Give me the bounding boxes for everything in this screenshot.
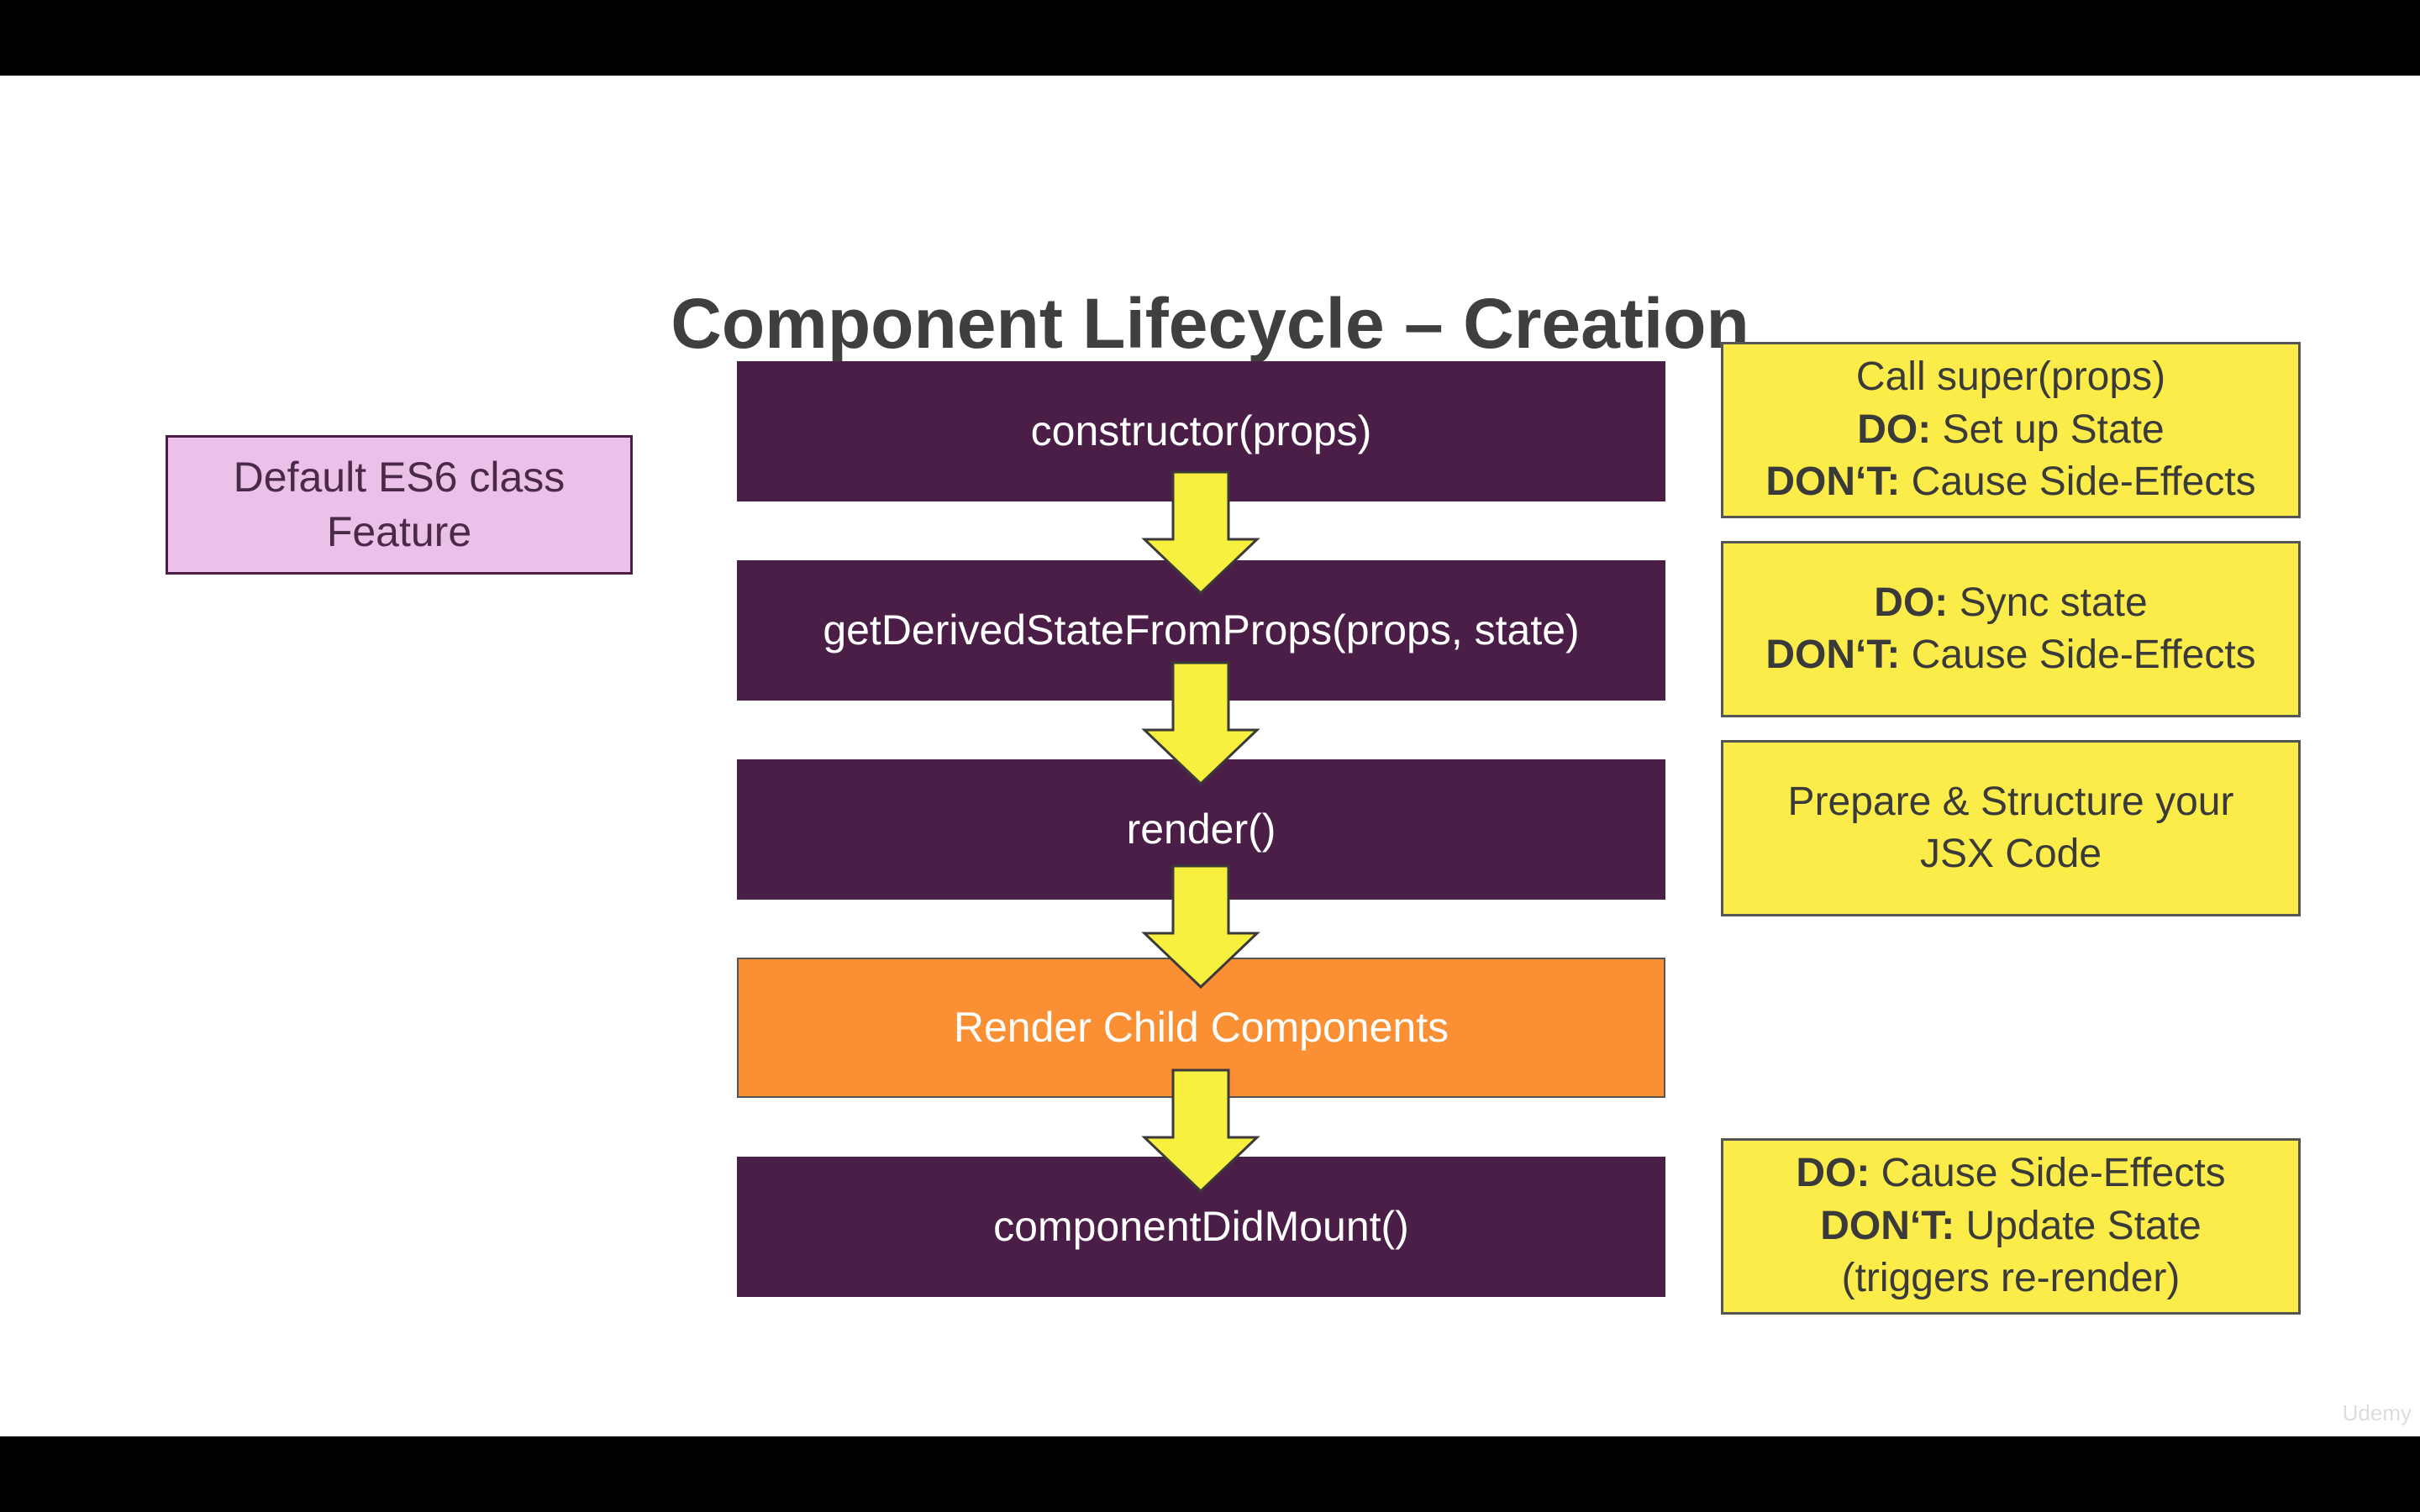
page-title: Component Lifecycle – Creation — [671, 284, 1749, 363]
down-arrow-icon — [1141, 864, 1260, 990]
do-text: Set up State — [1931, 407, 2165, 452]
dont-text: Cause Side-Effects — [1900, 459, 2256, 505]
do-label: DO: — [1874, 580, 1949, 625]
down-arrow-icon — [1141, 1068, 1260, 1194]
note-constructor: Call super(props) DO: Set up State DON‘T… — [1721, 342, 2301, 518]
dont-label: DON‘T: — [1765, 633, 1901, 677]
note-line: DO: Set up State — [1857, 404, 2165, 456]
do-label: DO: — [1796, 1151, 1870, 1196]
note-line: DO: Cause Side-Effects — [1796, 1147, 2225, 1200]
step-label: componentDidMount() — [993, 1203, 1409, 1250]
es6-feature-box: Default ES6 class Feature — [166, 435, 633, 575]
note-line: JSX Code — [1919, 832, 2102, 876]
do-text: Cause Side-Effects — [1870, 1151, 2226, 1196]
dont-text: Update State — [1954, 1203, 2202, 1248]
es6-box-line1: Default ES6 class — [233, 454, 566, 501]
step-label: Render Child Components — [953, 1004, 1449, 1051]
note-get-derived-state: DO: Sync state DON‘T: Cause Side-Effects — [1721, 541, 2301, 717]
note-line: DON‘T: Cause Side-Effects — [1765, 629, 2255, 681]
step-label: constructor(props) — [1030, 407, 1372, 454]
note-line: (triggers re-render) — [1841, 1256, 2181, 1301]
slide: Component Lifecycle – Creation Default E… — [0, 76, 2420, 1436]
note-render: Prepare & Structure your JSX Code — [1721, 740, 2301, 916]
down-arrow-icon — [1141, 661, 1260, 786]
down-arrow-icon — [1141, 470, 1260, 596]
udemy-watermark: Udemy — [2342, 1400, 2412, 1425]
dont-text: Cause Side-Effects — [1900, 633, 2256, 677]
step-label: getDerivedStateFromProps(props, state) — [823, 606, 1580, 654]
do-label: DO: — [1857, 407, 1932, 452]
dont-label: DON‘T: — [1765, 459, 1901, 505]
note-component-did-mount: DO: Cause Side-Effects DON‘T: Update Sta… — [1721, 1138, 2301, 1315]
es6-box-line2: Feature — [326, 508, 472, 555]
note-line: Call super(props) — [1855, 354, 2166, 400]
note-line: DO: Sync state — [1874, 577, 2147, 629]
dont-label: DON‘T: — [1820, 1203, 1955, 1248]
step-label: render() — [1126, 806, 1276, 853]
note-line: Prepare & Structure your — [1787, 779, 2234, 824]
note-line: DON‘T: Update State — [1820, 1200, 2202, 1252]
do-text: Sync state — [1948, 580, 2148, 625]
note-line: DON‘T: Cause Side-Effects — [1765, 456, 2255, 508]
